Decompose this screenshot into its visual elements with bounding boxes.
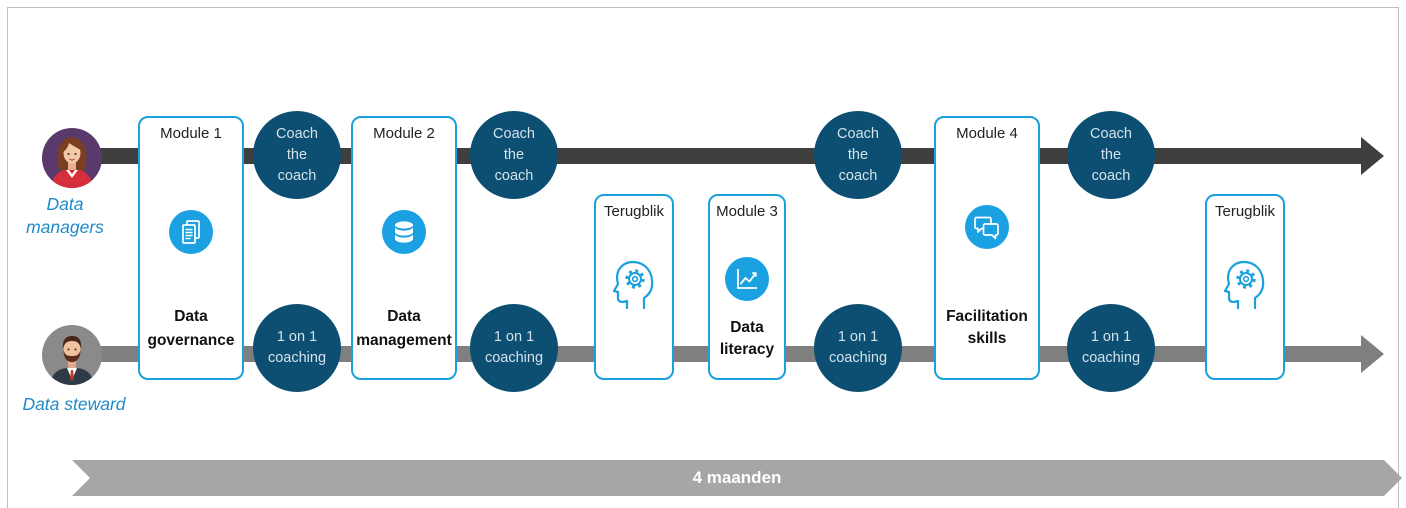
module-2-card: Module 2 Data management	[351, 116, 457, 380]
module-2-topic-line2: management	[356, 332, 452, 349]
head-gear-icon	[1223, 260, 1265, 310]
documents-icon	[169, 210, 213, 254]
session-line: 1 on 1	[493, 329, 535, 345]
one-on-one-coaching-session: 1 on 1 coaching	[1067, 304, 1155, 392]
session-line: Coach	[837, 125, 879, 142]
coach-the-coach-session: Coach the coach	[470, 111, 558, 199]
session-line: the	[286, 146, 308, 163]
session-line: the	[1100, 146, 1122, 163]
session-line: the	[847, 146, 869, 163]
module-1-card: Module 1 Data governance	[138, 116, 244, 380]
role-label-managers: Data managers	[15, 193, 115, 239]
chat-bubbles-icon	[965, 205, 1009, 249]
session-line: coach	[1091, 167, 1131, 184]
role-label-managers-line1: Data	[46, 194, 84, 214]
module-4-title: Module 4	[956, 125, 1018, 142]
module-1-title: Module 1	[160, 125, 222, 142]
session-line: Coach	[493, 125, 535, 142]
coach-the-coach-session: Coach the coach	[1067, 111, 1155, 199]
session-line: the	[503, 146, 525, 163]
diagram-frame	[7, 7, 1399, 508]
module-2-title: Module 2	[373, 125, 435, 142]
male-avatar-icon	[42, 325, 102, 385]
role-label-steward: Data steward	[22, 394, 126, 414]
line-chart-icon	[725, 257, 769, 301]
review-1-card: Terugblik	[594, 194, 674, 380]
module-1-topic-line2: governance	[147, 332, 235, 349]
review-2-title: Terugblik	[1214, 203, 1276, 220]
review-2-card: Terugblik	[1205, 194, 1285, 380]
module-4-topic-line1: Facilitation	[946, 308, 1028, 325]
review-1-title: Terugblik	[603, 203, 665, 220]
session-line: coaching	[828, 350, 888, 366]
duration-label: 4 maanden	[692, 468, 782, 487]
session-line: coach	[494, 167, 534, 184]
module-2-topic: Data management	[353, 305, 455, 353]
module-1-topic: Data governance	[140, 305, 242, 353]
module-3-card: Module 3 Data literacy	[708, 194, 786, 380]
role-label-managers-line2: managers	[26, 217, 104, 237]
module-4-topic-line2: skills	[967, 330, 1007, 347]
session-line: coach	[277, 167, 317, 184]
session-line: coach	[838, 167, 878, 184]
one-on-one-coaching-session: 1 on 1 coaching	[814, 304, 902, 392]
one-on-one-coaching-session: 1 on 1 coaching	[470, 304, 558, 392]
module-4-card: Module 4 Facilitation skills	[934, 116, 1040, 380]
coach-the-coach-session: Coach the coach	[253, 111, 341, 199]
female-avatar-icon	[42, 128, 102, 188]
database-icon	[382, 210, 426, 254]
session-line: 1 on 1	[837, 329, 879, 345]
module-3-topic: Data literacy	[710, 317, 784, 361]
session-line: coaching	[1081, 350, 1141, 366]
session-line: coaching	[267, 350, 327, 366]
session-line: coaching	[484, 350, 544, 366]
module-3-title: Module 3	[716, 203, 778, 220]
module-1-topic-line1: Data	[174, 308, 208, 325]
one-on-one-coaching-session: 1 on 1 coaching	[253, 304, 341, 392]
coach-the-coach-session: Coach the coach	[814, 111, 902, 199]
module-4-topic: Facilitation skills	[936, 306, 1038, 350]
duration-banner	[72, 460, 1402, 496]
session-line: Coach	[276, 125, 318, 142]
module-3-topic-line2: literacy	[719, 341, 775, 358]
session-line: 1 on 1	[276, 329, 318, 345]
session-line: Coach	[1090, 125, 1132, 142]
head-gear-icon	[612, 260, 654, 310]
session-line: 1 on 1	[1090, 329, 1132, 345]
module-3-topic-line1: Data	[730, 319, 764, 336]
module-2-topic-line1: Data	[387, 308, 421, 325]
